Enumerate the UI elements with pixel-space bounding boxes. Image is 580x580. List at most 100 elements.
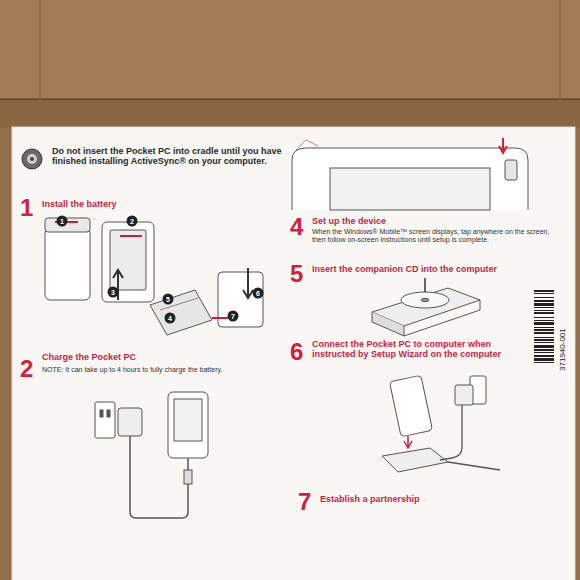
barcode [534, 329, 554, 331]
cradle-illustration [448, 462, 500, 470]
barcode [534, 337, 554, 338]
callout-number: 4 [165, 313, 176, 324]
charger-illustration [168, 392, 208, 458]
cardboard [0, 100, 580, 128]
callout-number: 6 [253, 288, 264, 299]
step-heading: Charge the Pocket PC [42, 352, 222, 362]
callout-markers [127, 216, 138, 227]
barcode [534, 307, 554, 308]
barcode [534, 290, 554, 363]
cd-drive-illustration [424, 278, 426, 292]
cd-drive-illustration [401, 292, 449, 308]
step-number: 7 [298, 490, 318, 514]
battery-steps [150, 290, 212, 335]
callout-markers [57, 216, 68, 227]
barcode [534, 320, 554, 321]
warning-note: Do not insert the Pocket PC into cradle … [52, 146, 302, 167]
callout-markers [228, 311, 239, 322]
warning-icon [27, 154, 37, 164]
callout-markers [108, 287, 119, 298]
charger-illustration [118, 408, 142, 436]
charger-illustration [107, 410, 110, 417]
cd-drive-illustration [372, 312, 404, 336]
device-top-illustration [330, 168, 490, 210]
step-heading: Install the battery [42, 199, 192, 209]
cradle-illustration [440, 405, 462, 460]
callout-number: 5 [163, 294, 174, 305]
step-heading: Establish a partnership [320, 494, 500, 504]
cradle-illustration [404, 436, 412, 448]
battery-steps [212, 317, 228, 319]
note-text: NOTE: It can take up to 4 hours to fully… [42, 366, 272, 374]
device-top-illustration [292, 138, 528, 210]
callout-markers [165, 313, 176, 324]
step-number: 4 [290, 215, 310, 239]
warning-icon [30, 157, 34, 161]
step-heading: Connect the Pocket PC to computer when i… [312, 339, 527, 360]
cardboard [0, 0, 580, 100]
battery-steps [45, 228, 90, 300]
battery-steps [45, 218, 90, 232]
step-number: 5 [290, 262, 310, 286]
cardboard [560, 0, 561, 100]
instruction-card [12, 127, 575, 580]
barcode [534, 290, 554, 292]
battery-steps [243, 268, 253, 298]
barcode [534, 362, 554, 363]
charger-illustration [184, 470, 192, 484]
callout-markers [253, 288, 264, 299]
cd-drive-illustration [421, 298, 429, 301]
cardboard [40, 0, 41, 100]
barcode [534, 349, 554, 351]
charger-illustration [95, 402, 115, 438]
barcode [534, 342, 554, 343]
charger-illustration [174, 399, 202, 441]
barcode [534, 293, 554, 294]
barcode [534, 303, 554, 306]
device-top-illustration [499, 138, 507, 153]
barcode [534, 339, 554, 341]
barcode [534, 332, 554, 334]
warning-icon [22, 149, 42, 169]
step-heading: Set up the device [312, 216, 462, 226]
step-heading: Insert the companion CD into the compute… [312, 264, 532, 274]
instruction-card [12, 127, 575, 580]
warning-icon [22, 149, 42, 169]
step-body: When the Windows® Mobile™ screen display… [312, 228, 552, 244]
callout-markers [163, 294, 174, 305]
callout-number: 7 [228, 311, 239, 322]
barcode [534, 317, 554, 318]
step-number: 6 [290, 340, 310, 364]
cradle-illustration [455, 385, 473, 405]
cd-drive-illustration [372, 278, 480, 336]
charger-illustration [95, 392, 208, 518]
barcode [534, 300, 554, 302]
battery-steps [102, 222, 154, 302]
callout-number: 1 [57, 216, 68, 227]
callout-number: 3 [108, 287, 119, 298]
part-number: 371940-001 [558, 305, 567, 395]
barcode [534, 352, 554, 353]
barcode [534, 355, 554, 357]
barcode [534, 322, 554, 325]
device-top-illustration [505, 160, 517, 180]
barcode [534, 312, 554, 314]
barcode [534, 345, 554, 348]
device-top-illustration [296, 140, 318, 150]
step-number: 1 [20, 196, 40, 220]
barcode [534, 297, 554, 298]
battery-steps [120, 235, 142, 237]
battery-steps [110, 230, 146, 290]
charger-illustration [100, 410, 103, 417]
barcode [534, 327, 554, 328]
callout-markers [57, 216, 264, 324]
callout-number: 2 [127, 216, 138, 227]
instruction-card [12, 127, 575, 580]
charger-illustration [130, 436, 188, 518]
device-top-illustration [292, 148, 528, 210]
cradle-illustration [382, 448, 448, 472]
cradle-illustration [390, 375, 433, 436]
battery-steps [45, 218, 263, 335]
cradle-illustration [382, 375, 500, 472]
